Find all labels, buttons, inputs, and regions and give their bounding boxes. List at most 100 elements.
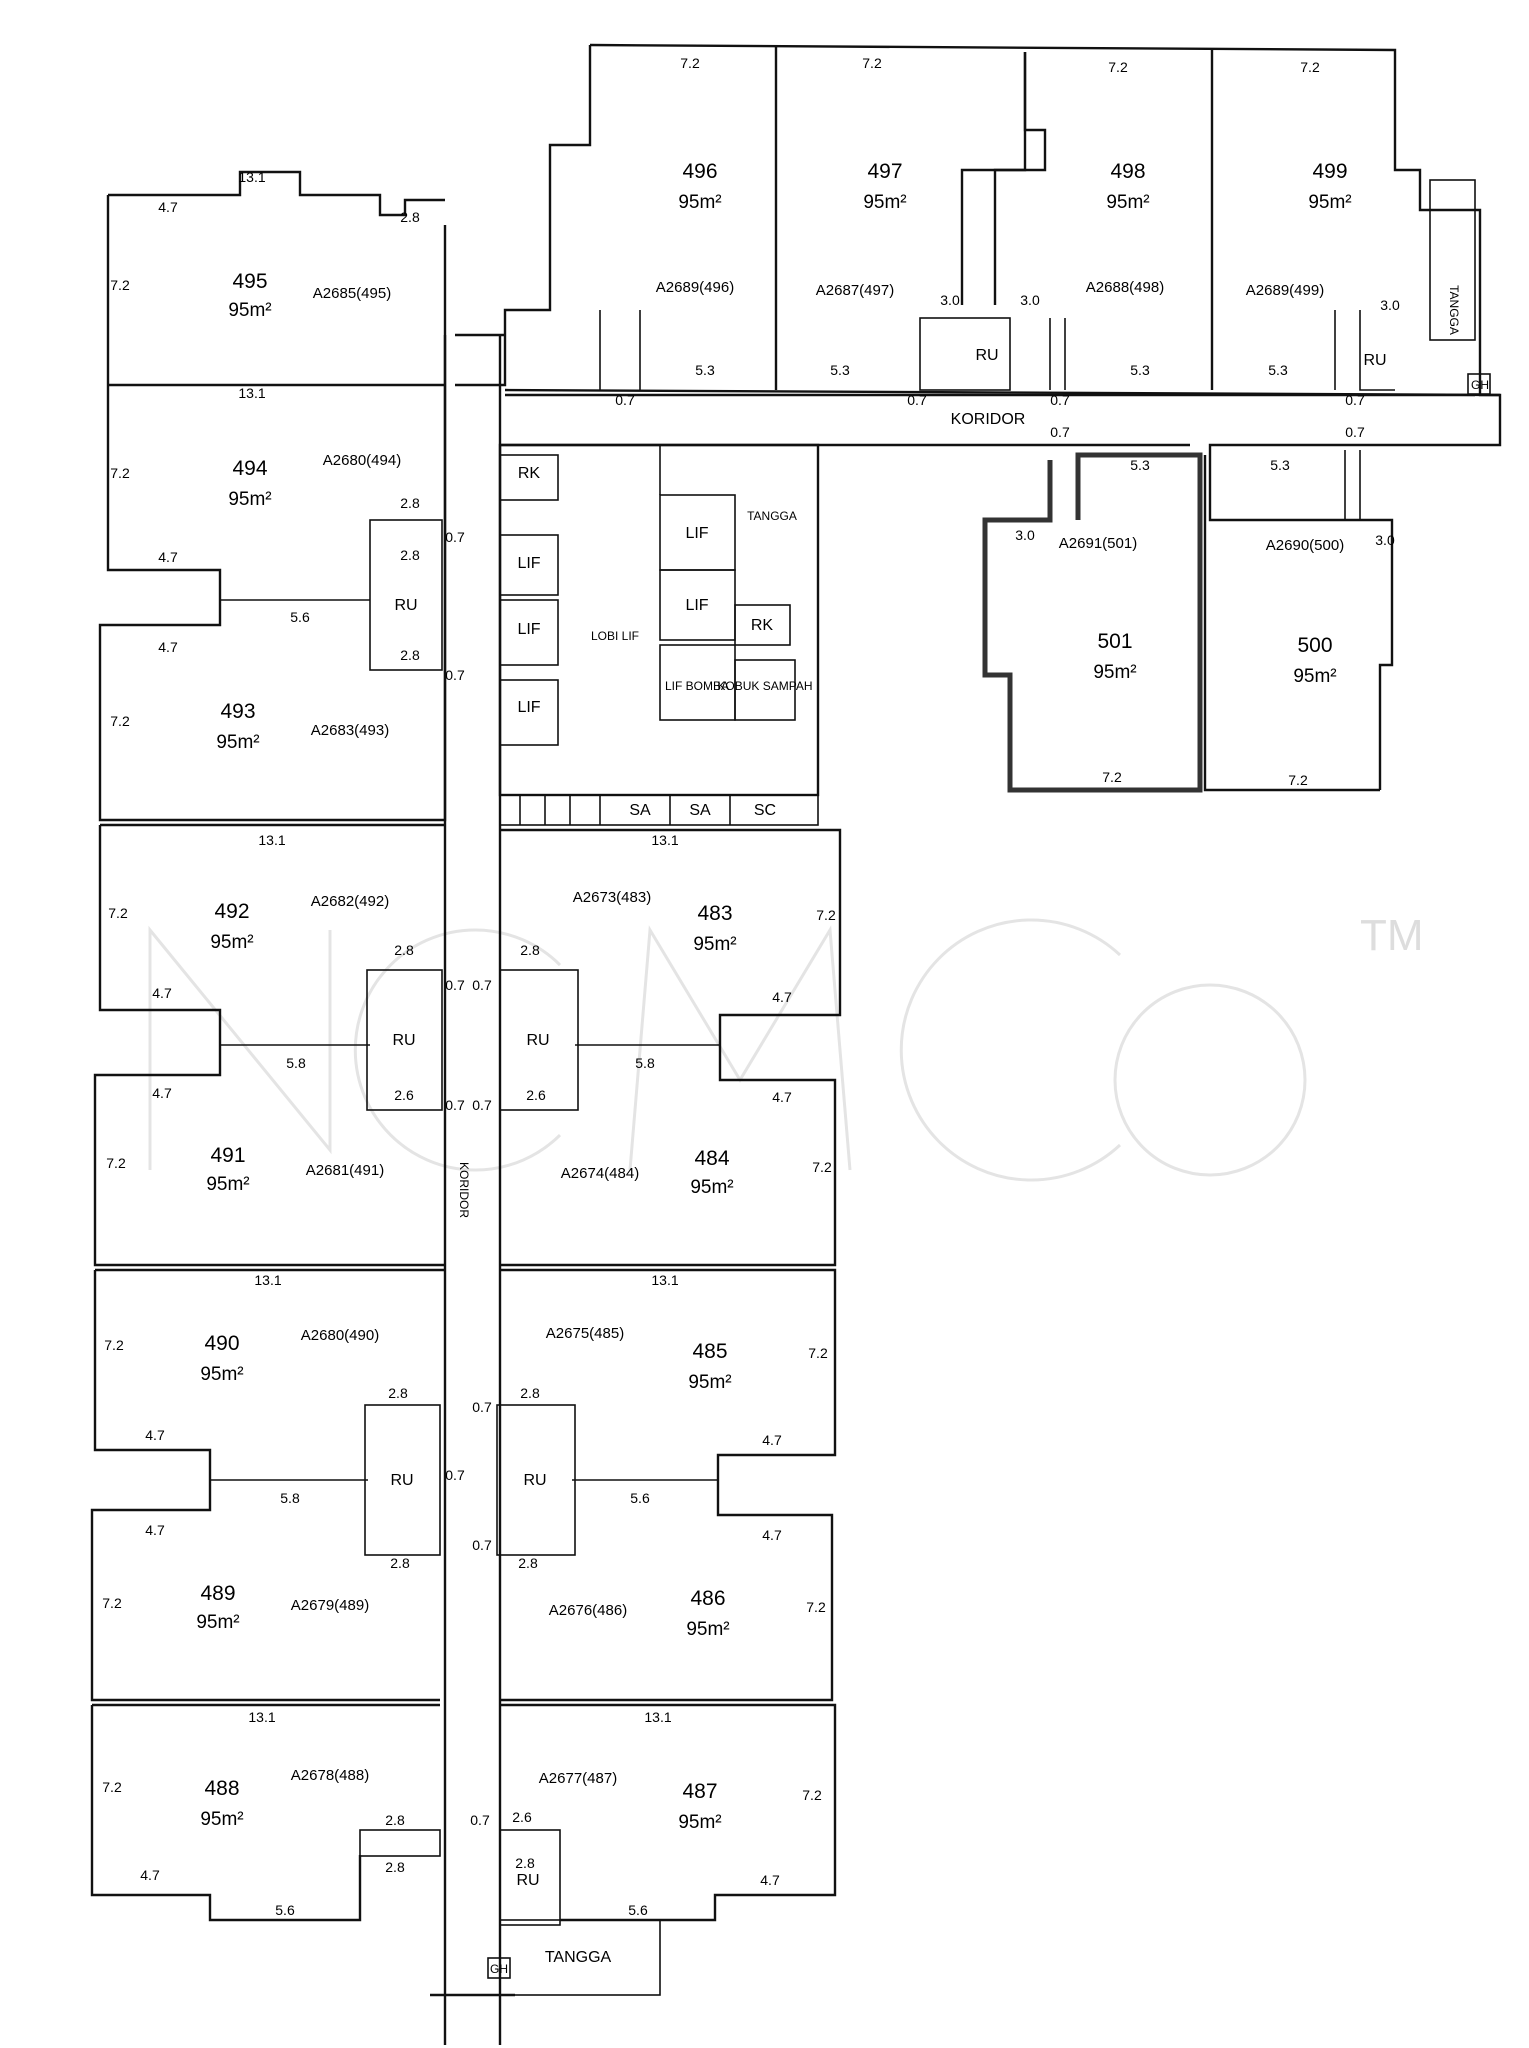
dimension: 2.8	[400, 647, 420, 663]
accessory-label: A2689(499)	[1246, 282, 1324, 299]
dimension: 5.3	[1130, 457, 1150, 473]
sc-label: SC	[754, 802, 776, 819]
dimension: 3.0	[1015, 527, 1035, 543]
dimension: 13.1	[644, 1709, 671, 1725]
dimension: 7.2	[1102, 769, 1122, 785]
dimension: 7.2	[102, 1595, 122, 1611]
unit-484: 484 95m² A2674(484)	[561, 1147, 734, 1198]
unit-487: 487 95m² A2677(487)	[539, 1770, 722, 1833]
dimension: 5.3	[695, 362, 715, 378]
dimension: 13.1	[651, 832, 678, 848]
dimension: 2.6	[512, 1809, 532, 1825]
dimension: 7.2	[110, 465, 130, 481]
unit-area: 95m²	[228, 489, 271, 510]
dimension: 0.7	[1345, 424, 1365, 440]
unit-483: 483 95m² A2673(483)	[573, 889, 737, 955]
unit-501: 501 95m² A2691(501)	[1059, 535, 1137, 683]
sa-label: SA	[689, 802, 711, 819]
accessory-label: A2682(492)	[311, 893, 389, 910]
dimension: 2.6	[394, 1087, 414, 1103]
unit-number: 501	[1097, 630, 1132, 653]
accessory-label: A2674(484)	[561, 1165, 639, 1182]
unit-number: 491	[210, 1144, 245, 1167]
lift-label: LIF	[685, 525, 708, 542]
dimension: 4.7	[152, 1085, 172, 1101]
dimension: 7.2	[806, 1599, 826, 1615]
dimension: 0.7	[472, 1399, 492, 1415]
ru-label: RU	[975, 347, 998, 364]
unit-area: 95m²	[688, 1372, 731, 1393]
unit-area: 95m²	[200, 1809, 243, 1830]
unit-494: 494 95m² A2680(494)	[228, 452, 401, 510]
unit-area: 95m²	[1293, 666, 1336, 687]
dimension: 7.2	[816, 907, 836, 923]
dimension: 0.7	[1345, 392, 1365, 408]
unit-number: 497	[867, 160, 902, 183]
dimension: 2.8	[518, 1555, 538, 1571]
accessory-label: A2685(495)	[313, 285, 391, 302]
dimension: 13.1	[238, 169, 265, 185]
accessory-label: A2675(485)	[546, 1325, 624, 1342]
dimension: 7.2	[808, 1345, 828, 1361]
dimension: 2.8	[520, 1385, 540, 1401]
unit-area: 95m²	[693, 934, 736, 955]
dimension: 5.3	[830, 362, 850, 378]
accessory-label: A2681(491)	[306, 1162, 384, 1179]
dimension: 13.1	[248, 1709, 275, 1725]
dimension: 3.0	[940, 292, 960, 308]
unit-area: 95m²	[1106, 192, 1149, 213]
unit-area: 95m²	[216, 732, 259, 753]
dimension: 4.7	[145, 1522, 165, 1538]
unit-number: 485	[692, 1340, 727, 1363]
unit-area: 95m²	[690, 1177, 733, 1198]
dimension: 4.7	[762, 1527, 782, 1543]
trademark-label: TM	[1360, 911, 1424, 960]
unit-488: 488 95m² A2678(488)	[200, 1767, 369, 1830]
dimension: 0.7	[445, 1467, 465, 1483]
stair-label-core: TANGGA	[747, 509, 797, 523]
ru-label: RU	[1363, 352, 1386, 369]
dimension: 5.6	[290, 609, 310, 625]
lift-label: LIF	[517, 621, 540, 638]
dimension: 0.7	[445, 977, 465, 993]
dimension: 0.7	[907, 392, 927, 408]
accessory-label: A2678(488)	[291, 1767, 369, 1784]
dimension: 7.2	[110, 277, 130, 293]
dimension: 2.8	[390, 1555, 410, 1571]
unit-number: 490	[204, 1332, 239, 1355]
accessory-label: A2691(501)	[1059, 535, 1137, 552]
accessory-label: A2676(486)	[549, 1602, 627, 1619]
dimension-labels: 7.2 7.2 7.2 7.2 5.3 5.3 5.3 5.3 0.7 0.7 …	[102, 55, 1400, 1918]
dimension: 5.3	[1130, 362, 1150, 378]
rk-label: RK	[751, 617, 774, 634]
dimension: 5.3	[1268, 362, 1288, 378]
unit-490: 490 95m² A2680(490)	[200, 1327, 379, 1385]
dimension: 4.7	[152, 985, 172, 1001]
dimension: 0.7	[615, 392, 635, 408]
dimension: 4.7	[760, 1872, 780, 1888]
dimension: 3.0	[1380, 297, 1400, 313]
dimension: 7.2	[104, 1337, 124, 1353]
dimension: 0.7	[470, 1812, 490, 1828]
accessory-label: A2673(483)	[573, 889, 651, 906]
dimension: 0.7	[445, 667, 465, 683]
corridor-vertical-label: KORIDOR	[457, 1162, 471, 1218]
unit-496: 496 95m² A2689(496)	[656, 160, 734, 296]
unit-area: 95m²	[678, 192, 721, 213]
accessory-label: A2677(487)	[539, 1770, 617, 1787]
dimension: 5.6	[628, 1902, 648, 1918]
dimension: 0.7	[1050, 424, 1070, 440]
refuse-chamber-label: KOBUK SAMPAH	[717, 679, 812, 693]
dimension: 7.2	[106, 1155, 126, 1171]
unit-495: 495 95m² A2685(495)	[228, 270, 391, 321]
dimension: 2.8	[385, 1812, 405, 1828]
room-labels: KORIDOR KORIDOR TANGGA TANGGA TANGGA LOB…	[390, 285, 1489, 1976]
stair-label-bottom: TANGGA	[545, 1949, 612, 1966]
dimension: 0.7	[472, 1537, 492, 1553]
dimension: 2.8	[400, 209, 420, 225]
unit-500: 500 95m² A2690(500)	[1266, 537, 1344, 687]
dimension: 7.2	[108, 905, 128, 921]
unit-number: 488	[204, 1777, 239, 1800]
unit-number: 484	[694, 1147, 729, 1170]
dimension: 7.2	[1288, 772, 1308, 788]
